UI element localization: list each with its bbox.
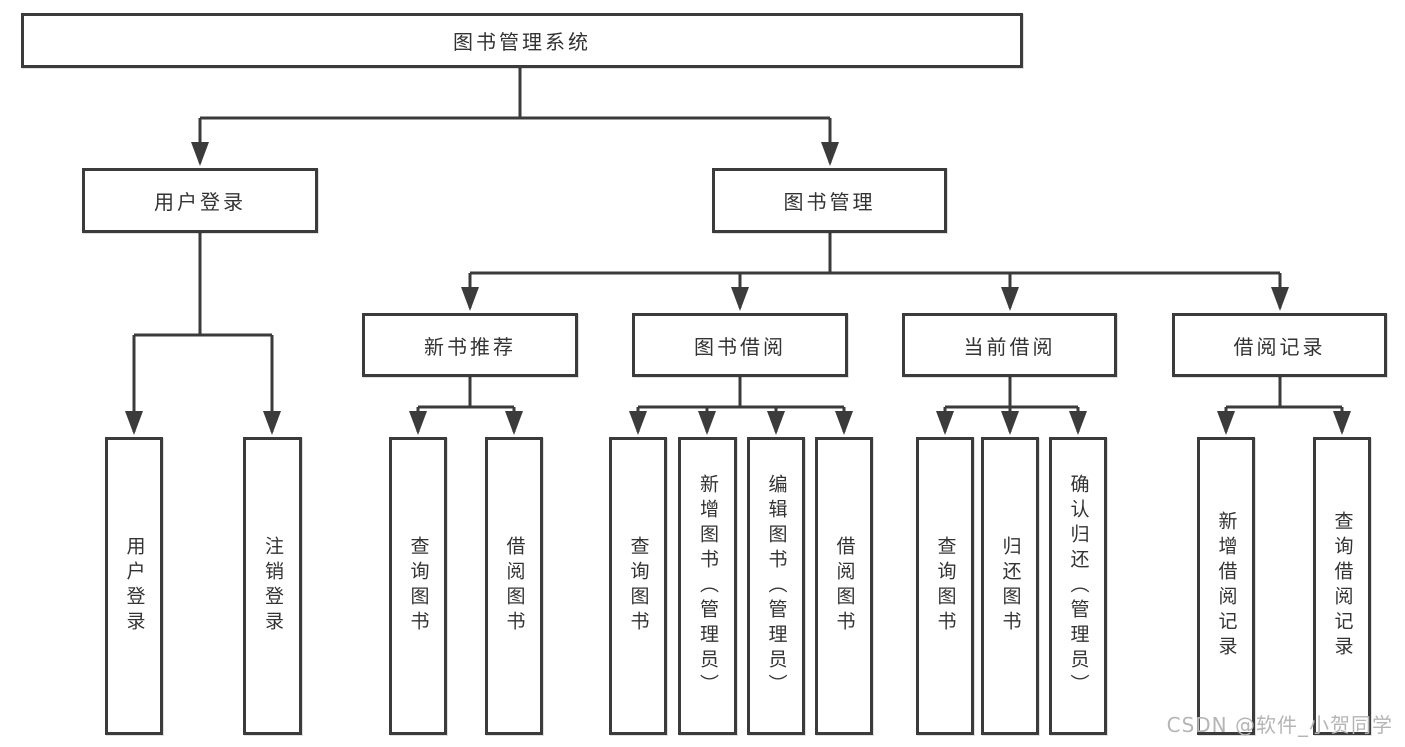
leaf-logout: 注销登录 [243,437,302,735]
leaf-query-books-current: 查询图书 [916,437,974,735]
csdn-watermark: CSDN @软件_小贺同学 [1166,713,1393,737]
leaf-borrow-books-recommendation: 借阅图书 [485,437,543,735]
node-library-management-system: 图书管理系统 [21,13,1023,68]
leaf-query-books-borrowing: 查询图书 [609,437,667,735]
leaf-return-books: 归还图书 [981,437,1039,735]
node-book-management: 图书管理 [712,168,947,233]
node-borrowing-records: 借阅记录 [1172,313,1387,377]
leaf-confirm-return-admin: 确认归还（管理员） [1049,437,1107,735]
leaf-query-books-recommendation: 查询图书 [389,437,447,735]
leaf-query-borrow-record: 查询借阅记录 [1313,437,1371,735]
node-book-borrowing: 图书借阅 [632,313,848,377]
leaf-add-books-admin: 新增图书（管理员） [678,437,737,735]
node-current-borrowing: 当前借阅 [902,313,1117,377]
leaf-add-borrow-record: 新增借阅记录 [1197,437,1255,735]
node-new-book-recommendation: 新书推荐 [362,313,578,377]
leaf-edit-books-admin: 编辑图书（管理员） [747,437,805,735]
node-user-login: 用户登录 [82,168,318,233]
leaf-borrow-books-borrowing: 借阅图书 [815,437,873,735]
leaf-user-login: 用户登录 [105,437,163,735]
